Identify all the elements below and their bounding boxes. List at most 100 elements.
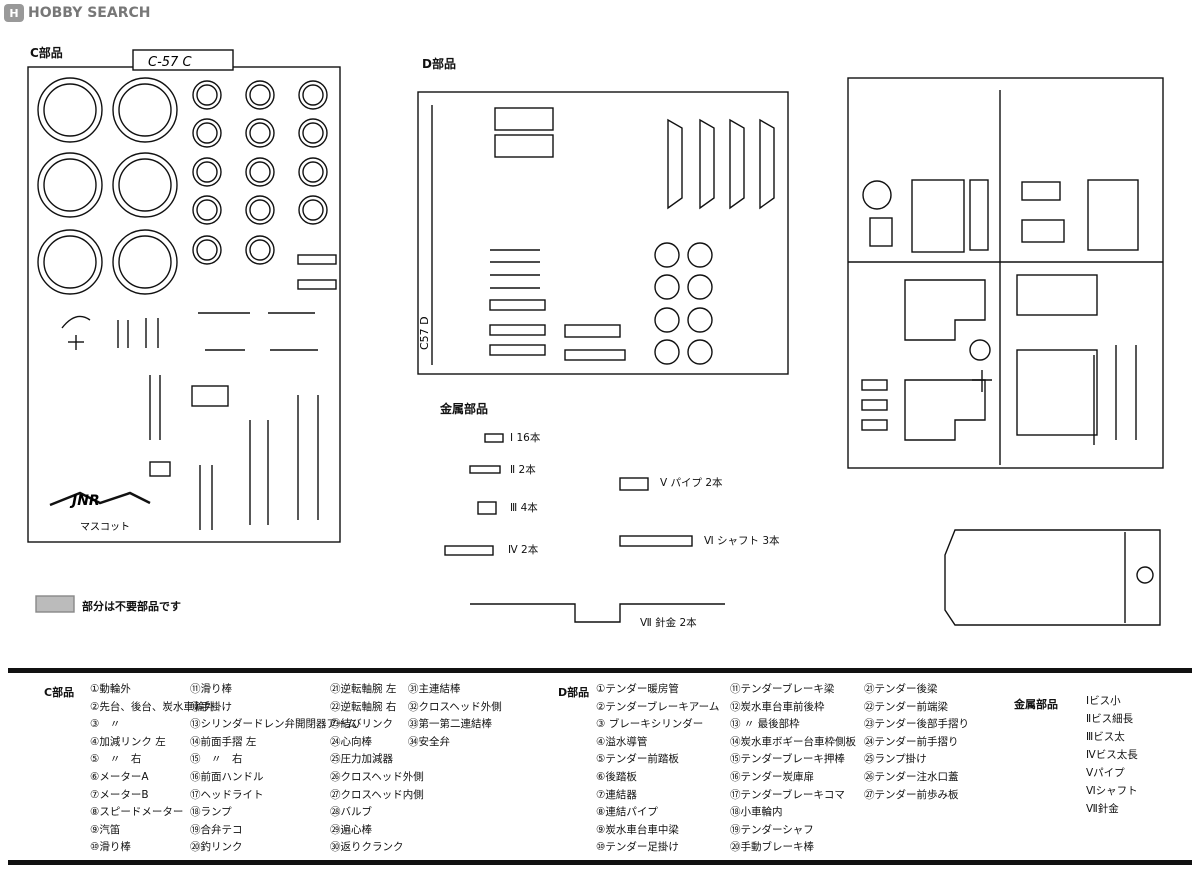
metal-part-1: Ⅰ 16本 [510, 432, 541, 444]
legend-item-c-col2-3: ⑬シリンダードレン弁開閉器アーム [190, 718, 358, 731]
legend-item-c-col1-3: ③ 〃 [90, 718, 121, 731]
legend-item-d-col1-1: ①テンダー暖房管 [596, 683, 679, 695]
legend-item-c-col3-5: ㉕圧力加減器 [330, 753, 393, 766]
legend-item-d-col1-6: ⑥後踏板 [596, 771, 637, 783]
legend-item-c-col3-3: ㉓結びリンク [330, 718, 393, 731]
site-logo-text: HOBBY SEARCH [28, 5, 151, 21]
d-parts-label: D部品 [422, 57, 456, 71]
site-header: H HOBBY SEARCH [4, 2, 150, 24]
legend-item-c-col1-5: ⑤ 〃 右 [90, 753, 142, 766]
d-small-wheels [654, 242, 713, 365]
legend-item-m-col-5: Ⅴパイプ [1086, 767, 1125, 779]
legend-item-c-col1-10: ⑩滑り棒 [90, 841, 131, 854]
legend-item-c-col2-4: ⑭前面手摺 左 [190, 735, 257, 748]
legend-item-c-col3-2: ㉒逆転軸腕 右 [330, 700, 397, 713]
legend-item-d-col1-2: ②テンダーブレーキアーム [596, 700, 720, 713]
metal-part-3: Ⅲ 4本 [510, 502, 538, 514]
legend-d-title: D部品 [558, 686, 590, 699]
legend-item-c-col1-8: ⑧スピードメーター [90, 806, 184, 819]
legend-item-c-col1-9: ⑨汽笛 [90, 823, 121, 836]
legend-item-d-col2-2: ⑫炭水車台車前後枠 [730, 700, 825, 713]
d-runner-frame [417, 91, 789, 375]
metal-part-5: Ⅴ パイプ 2本 [660, 477, 723, 489]
legend-item-m-col-3: Ⅲビス太 [1086, 731, 1125, 743]
legend-item-d-col1-4: ④溢水導管 [596, 735, 648, 748]
legend-item-c-col2-2: ⑫手掛け [190, 700, 232, 713]
hobbysearch-logo-icon: H [4, 4, 24, 22]
metal-part-7: Ⅶ 針金 2本 [640, 617, 697, 629]
c-runner-tag-text: C-57 C [148, 55, 192, 70]
legend-item-d-col3-4: ㉔テンダー前手摺り [864, 735, 959, 748]
legend-item-d-col3-5: ㉕ランプ掛け [864, 753, 927, 766]
legend-item-c-col3-4: ㉔心向棒 [330, 735, 372, 748]
legend-item-m-col-6: Ⅵシャフト [1086, 785, 1138, 797]
legend-item-c-col1-1: ①動輪外 [90, 683, 131, 695]
legend-item-c-col4-3: ㉝第一第二連結棒 [408, 718, 492, 731]
jnr-logo: JNR [69, 493, 100, 509]
legend-item-c-col2-9: ⑲合弁テコ [190, 823, 243, 836]
legend-item-d-col2-3: ⑬ 〃 最後部枠 [730, 718, 800, 731]
legend-item-c-col1-6: ⑥メーターA [90, 771, 149, 783]
c-runner-tag [132, 49, 234, 71]
metal-parts-label: 金属部品 [440, 402, 489, 416]
legend-item-c-col2-7: ⑰ヘッドライト [190, 788, 264, 801]
legend-item-c-col2-1: ⑪滑り棒 [190, 683, 232, 695]
unneeded-note: 部分は不要部品です [82, 600, 181, 613]
legend-item-c-col2-6: ⑯前面ハンドル [190, 771, 264, 783]
legend-item-d-col1-8: ⑧連結パイプ [596, 806, 658, 819]
legend-item-d-col1-10: ⑩テンダー足掛け [596, 841, 679, 854]
c-drive-wheels [37, 77, 178, 295]
legend-item-c-col3-7: ㉗クロスヘッド内側 [330, 788, 424, 801]
metal-part-2: Ⅱ 2本 [510, 464, 536, 476]
c-parts-label: C部品 [30, 46, 63, 60]
c-rods [49, 254, 337, 530]
d-frames [489, 107, 775, 361]
unneeded-swatch [35, 595, 75, 613]
tender-runner-frame [847, 77, 1164, 469]
legend-item-c-col3-6: ㉖クロスヘッド外側 [330, 771, 424, 783]
legend-item-d-col1-3: ③ ブレーキシリンダー [596, 718, 704, 731]
legend-item-d-col3-3: ㉓テンダー後部手摺り [864, 718, 969, 731]
legend-c-title: C部品 [44, 686, 75, 699]
legend-item-d-col2-7: ⑰テンダーブレーキコマ [730, 788, 845, 801]
legend-item-c-col3-10: ㉚返りクランク [330, 841, 404, 854]
metal-parts-drawings [444, 433, 725, 623]
d-runner-tag-text: C57 D [418, 316, 431, 350]
metal-part-4: Ⅳ 2本 [508, 544, 539, 556]
legend-item-c-col3-8: ㉘バルブ [330, 806, 372, 819]
legend-item-d-col2-9: ⑲テンダーシャフ [730, 823, 814, 836]
legend-m-title: 金属部品 [1014, 698, 1058, 711]
c-small-wheels [192, 80, 328, 265]
legend-item-d-col2-6: ⑯テンダー炭庫扉 [730, 771, 814, 783]
legend-item-c-col2-8: ⑱ランプ [190, 806, 232, 819]
legend-item-d-col3-2: ㉒テンダー前端梁 [864, 700, 948, 713]
legend-item-c-col2-5: ⑮ 〃 右 [190, 753, 243, 766]
legend-item-d-col2-1: ⑪テンダーブレーキ梁 [730, 683, 835, 695]
legend-item-c-col2-10: ⑳釣リンク [190, 841, 243, 854]
legend-item-d-col2-4: ⑭炭水車ボギー台車枠側板 [730, 735, 856, 748]
legend-item-m-col-7: Ⅶ針金 [1086, 803, 1119, 815]
legend-item-d-col2-10: ⑳手動ブレーキ棒 [730, 841, 814, 854]
legend-item-c-col1-2: ②先台、後台、炭水車輪外 [90, 700, 215, 713]
legend-item-m-col-4: Ⅳビス太長 [1086, 749, 1138, 761]
legend-item-c-col4-2: ㉜クロスヘッド外側 [408, 700, 502, 713]
legend-item-c-col4-4: ㉞安全弁 [408, 735, 450, 748]
legend-item-d-col3-7: ㉗テンダー前歩み板 [864, 788, 959, 801]
legend-item-c-col3-1: ㉑逆転軸腕 左 [330, 683, 397, 695]
legend-item-d-col2-8: ⑱小車輪内 [730, 806, 783, 819]
legend-item-d-col3-6: ㉖テンダー注水口蓋 [864, 771, 959, 783]
tender-body-outline [944, 529, 1161, 626]
mascot-label: マスコット [80, 522, 130, 533]
legend-item-m-col-1: Ⅰビス小 [1086, 695, 1121, 707]
legend-item-d-col1-7: ⑦連結器 [596, 788, 637, 801]
c-runner-frame [27, 66, 341, 543]
legend-bottom-rule [8, 860, 1192, 865]
legend-item-c-col4-1: ㉛主連結棒 [408, 683, 461, 695]
legend-item-c-col3-9: ㉙遍心棒 [330, 823, 372, 836]
legend-item-d-col3-1: ㉑テンダー後梁 [864, 683, 938, 695]
legend-item-m-col-2: Ⅱビス細長 [1086, 713, 1134, 725]
legend-item-d-col1-9: ⑨炭水車台車中梁 [596, 823, 679, 836]
legend-item-d-col2-5: ⑮テンダーブレーキ押棒 [730, 753, 845, 766]
legend-top-rule [8, 668, 1192, 673]
